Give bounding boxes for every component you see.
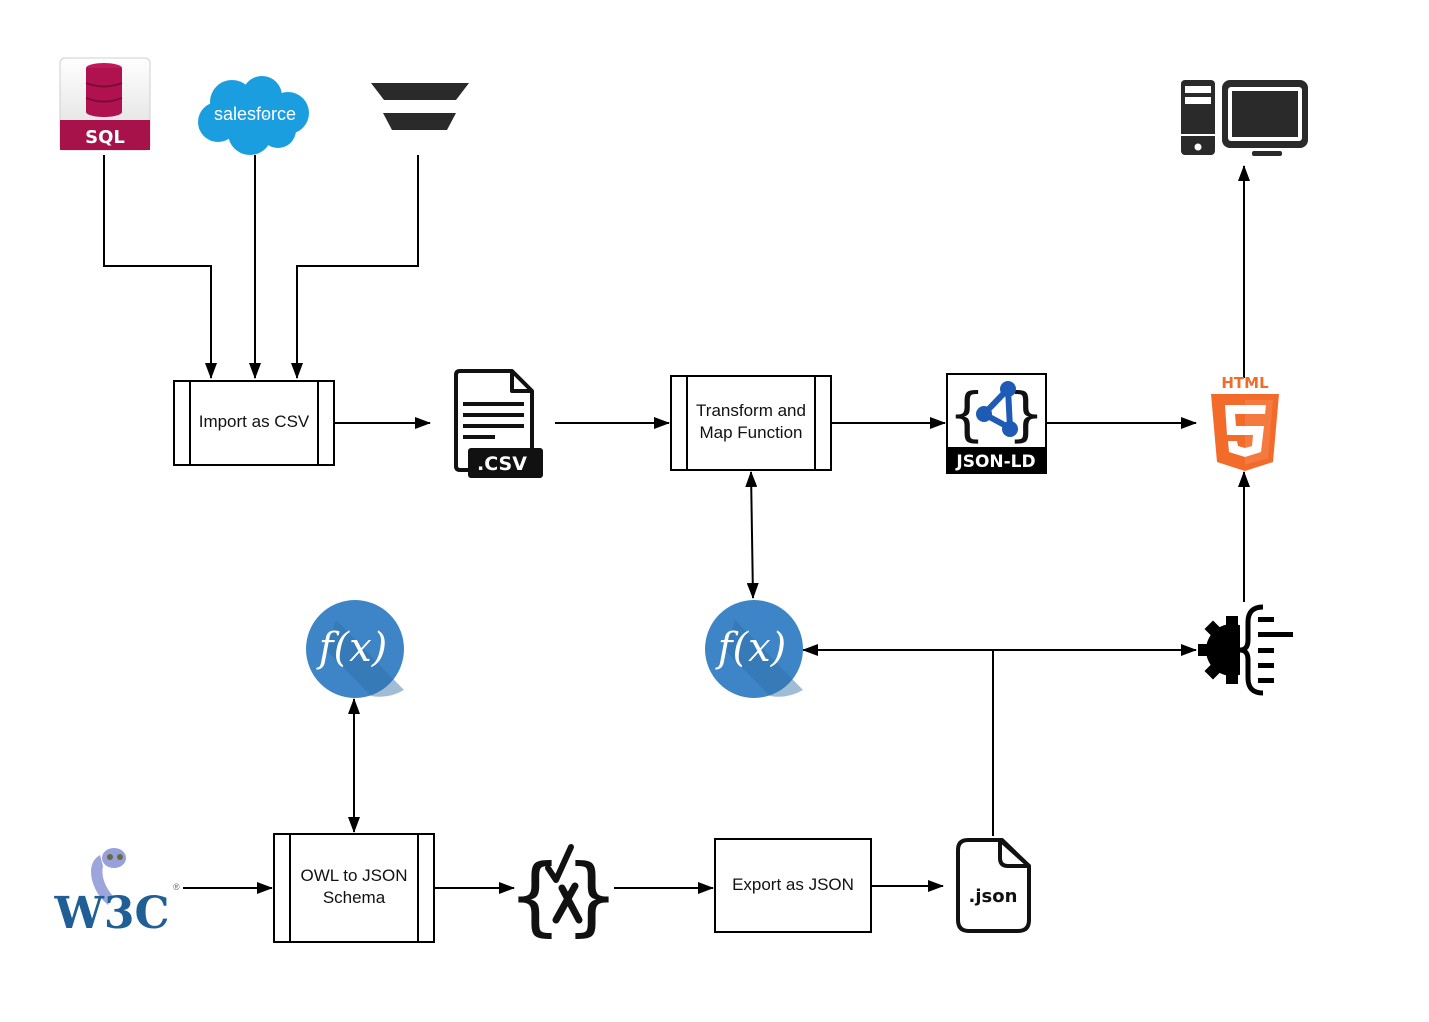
jsonld-logo-icon: { } JSON-LD <box>946 373 1047 474</box>
html5-label: HTML <box>1221 374 1269 392</box>
csv-label: .CSV <box>477 453 527 475</box>
w3c-logo-icon: W3C ® <box>53 848 180 939</box>
edge-sql-import <box>103 155 217 379</box>
edge-transform-fx <box>745 471 759 599</box>
json-label: .json <box>969 886 1018 907</box>
sql-database-icon: SQL <box>59 57 151 151</box>
fx-top-label: f(x) <box>715 625 787 671</box>
salesforce-cloud-icon: salesforce <box>198 76 309 155</box>
validator-left-brace: { <box>508 846 563 946</box>
computer-desktop-icon <box>1181 80 1308 156</box>
process-owl-to-json-schema[interactable]: OWL to JSON Schema <box>273 833 435 943</box>
fx-bottom-label: f(x) <box>316 625 388 671</box>
sql-label: SQL <box>85 127 125 148</box>
w3c-registered-mark: ® <box>173 882 180 892</box>
transform-label-line1: Transform and <box>696 401 806 420</box>
process-transform-map[interactable]: Transform and Map Function <box>670 375 832 471</box>
function-fx-icon-bottom[interactable]: f(x) <box>306 600 404 698</box>
function-fx-icon-top[interactable]: f(x) <box>705 600 803 698</box>
json-schema-validator-icon: { } <box>508 844 620 946</box>
html5-logo-icon: HTML <box>1211 374 1279 471</box>
gear-code-icon <box>1198 604 1293 696</box>
import-csv-label: Import as CSV <box>199 412 310 431</box>
transform-label-line2: Map Function <box>700 423 803 442</box>
export-json-label: Export as JSON <box>732 875 854 894</box>
owl-label-line2: Schema <box>323 888 386 907</box>
validator-right-brace: } <box>565 846 620 946</box>
funnel-stripes-icon <box>371 83 469 130</box>
process-import-csv[interactable]: Import as CSV <box>173 380 335 466</box>
json-file-icon: .json <box>956 838 1031 933</box>
owl-label-line1: OWL to JSON <box>300 866 407 885</box>
process-export-json[interactable]: Export as JSON <box>714 838 872 933</box>
csv-file-icon: .CSV <box>454 369 543 478</box>
edge-funnel-import <box>291 155 419 379</box>
connectors <box>103 155 1250 894</box>
w3c-label: W3C <box>53 888 169 939</box>
jsonld-label: JSON-LD <box>955 452 1035 472</box>
salesforce-label: salesforce <box>214 104 296 124</box>
